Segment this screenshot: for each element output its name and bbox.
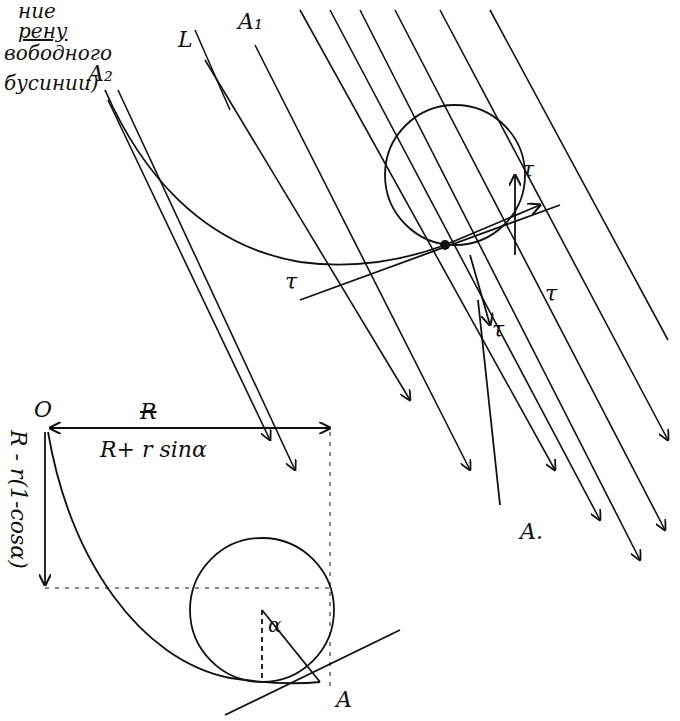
sketch-label: бусинии) [4, 72, 99, 94]
sketch-label: L [178, 28, 193, 52]
sketch-label: τ [285, 270, 297, 294]
sketch-label: вободного [4, 42, 112, 64]
sketch-label: R [140, 400, 157, 424]
sketch-label: α [268, 614, 282, 636]
bottom-figure [45, 428, 400, 715]
field-lines [108, 10, 668, 560]
sketch-label: рену [18, 20, 67, 42]
sketch-label: A [336, 688, 352, 712]
sketch-label: A₁ [238, 10, 263, 34]
sketch-label: A. [520, 520, 543, 544]
sketch-label: τ [545, 282, 557, 306]
sketch-label: ние [18, 0, 56, 22]
sketch-label: R - r(1-cosα) [6, 430, 30, 569]
sketch-label: A₂ [88, 62, 113, 86]
sketch-label: τ [522, 158, 534, 182]
sketch-label: O [34, 398, 52, 422]
sketch-label: τ [492, 318, 504, 342]
sketch-label: R+ r sinα [100, 438, 207, 462]
